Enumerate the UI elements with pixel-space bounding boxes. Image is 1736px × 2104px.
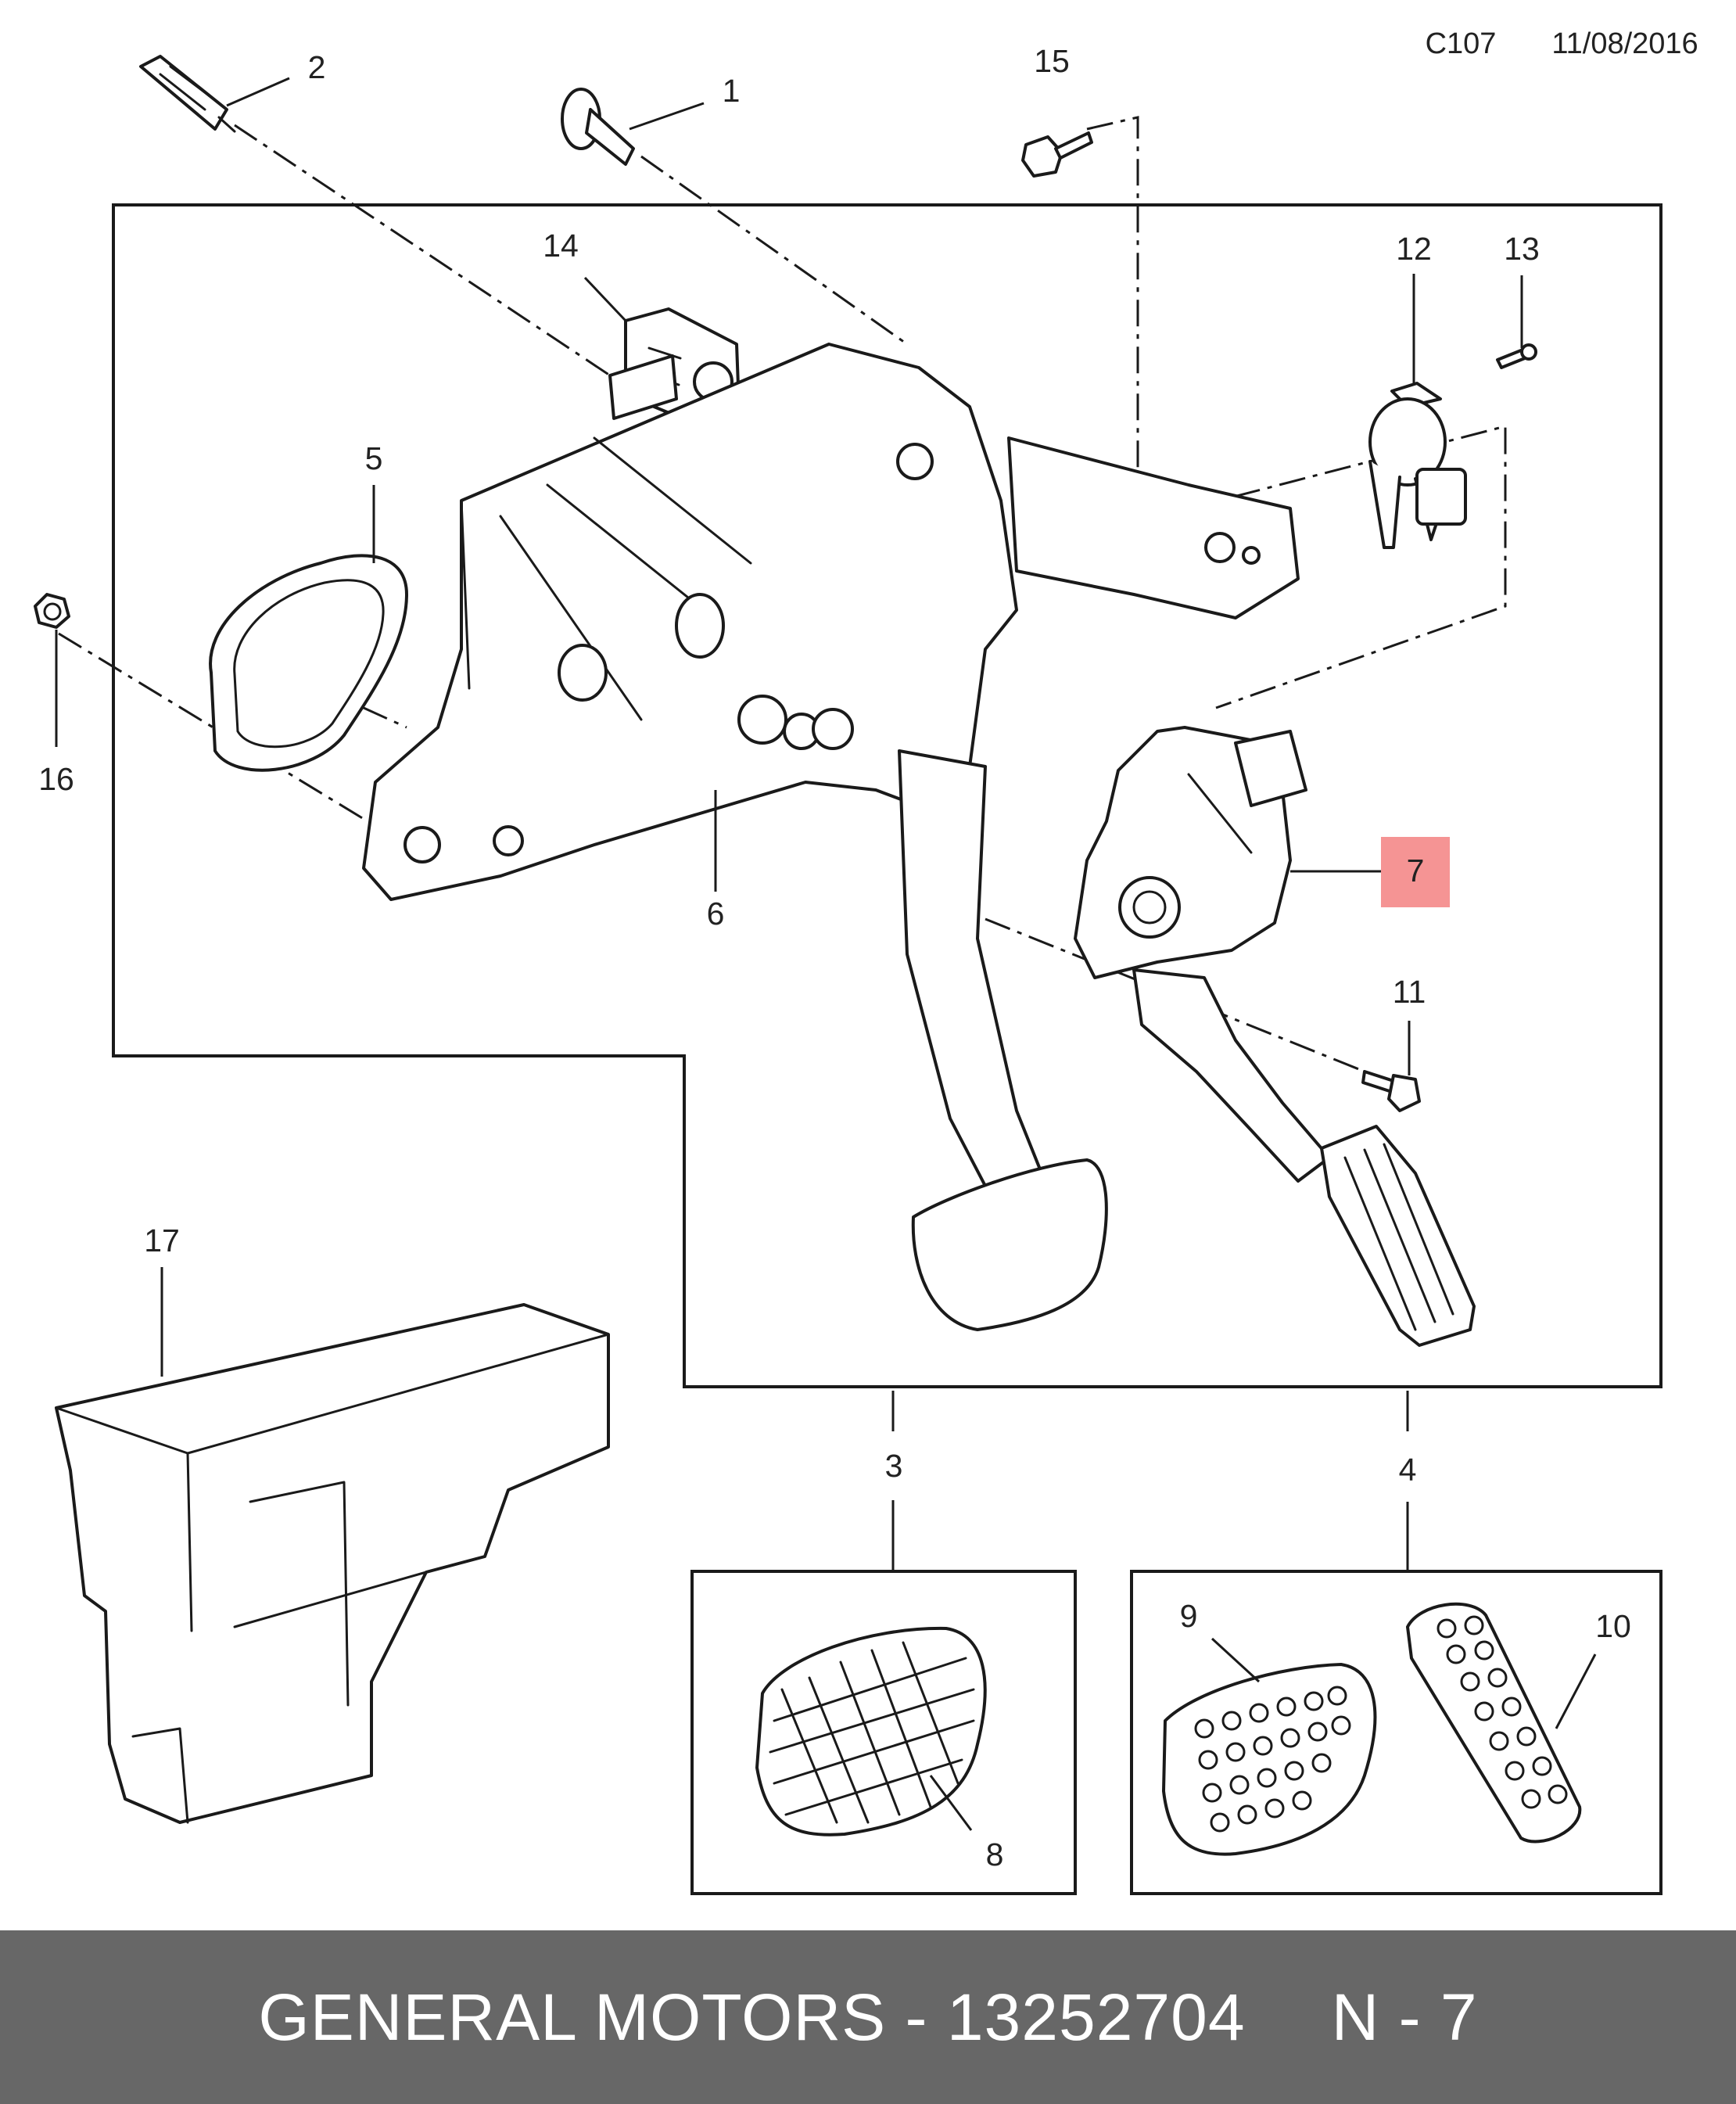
footer-part-number: GENERAL MOTORS - 13252704: [258, 1980, 1246, 2054]
part-16-nut: [34, 593, 70, 629]
accelerator-pedal: [1132, 968, 1476, 1347]
clutch-pad-kit-box: [690, 1570, 1077, 1895]
part-9-brake-pad: [1162, 1663, 1377, 1856]
part-10-accelerator-pad: [1406, 1602, 1582, 1844]
callout-8: 8: [986, 1837, 1004, 1872]
callout-10: 10: [1595, 1608, 1631, 1644]
callout-6: 6: [707, 896, 725, 932]
leader-lines: [55, 77, 1597, 1831]
clutch-pedal: [898, 749, 1108, 1331]
callout-14: 14: [543, 228, 579, 264]
part-15-bolt: [1021, 131, 1093, 178]
callout-4: 4: [1399, 1452, 1417, 1488]
part-17-cover: [55, 1303, 610, 1824]
part-8-clutch-pad: [755, 1626, 987, 1837]
assembly-frame: [112, 203, 1662, 1388]
brake-pad-dots: [1194, 1686, 1351, 1833]
callout-5: 5: [365, 440, 383, 476]
callout-2: 2: [308, 49, 326, 85]
callout-17: 17: [144, 1223, 180, 1258]
footer-bar: GENERAL MOTORS - 13252704 N - 7: [0, 1930, 1736, 2104]
footer-callout-ref: N - 7: [1331, 1980, 1478, 2054]
callout-labels: 1 2 3 4 5 6 7 8 9 10 11 12 13 14 15 16 1…: [38, 43, 1631, 1872]
part-2-pin: [139, 55, 236, 133]
callout-16: 16: [38, 761, 74, 797]
callout-9: 9: [1180, 1598, 1198, 1634]
diagram-code: C107: [1426, 27, 1497, 60]
accel-pad-dots: [1437, 1615, 1568, 1809]
callout-15: 15: [1034, 43, 1070, 79]
part-11-bolt: [1361, 1070, 1421, 1112]
pedal-assembly-diagram: C107 11/08/2016: [34, 27, 1698, 1895]
part-12-sensor: [1368, 382, 1467, 549]
part-7-accelerator-sensor: [1074, 726, 1307, 979]
highlight-box: [1381, 837, 1450, 907]
callout-7: 7: [1407, 853, 1425, 889]
part-5-gasket: [209, 554, 408, 772]
callout-12: 12: [1396, 231, 1432, 267]
part-1-bolt: [561, 88, 635, 166]
callout-1: 1: [723, 73, 741, 109]
diagram-date: 11/08/2016: [1551, 27, 1698, 60]
brake-accel-pad-kit-box: [1130, 1570, 1662, 1895]
callout-11: 11: [1393, 974, 1426, 1010]
part-13-screw: [1496, 343, 1537, 369]
callout-13: 13: [1504, 231, 1540, 267]
part-6-bracket: [362, 343, 1300, 901]
callout-3: 3: [885, 1448, 903, 1484]
